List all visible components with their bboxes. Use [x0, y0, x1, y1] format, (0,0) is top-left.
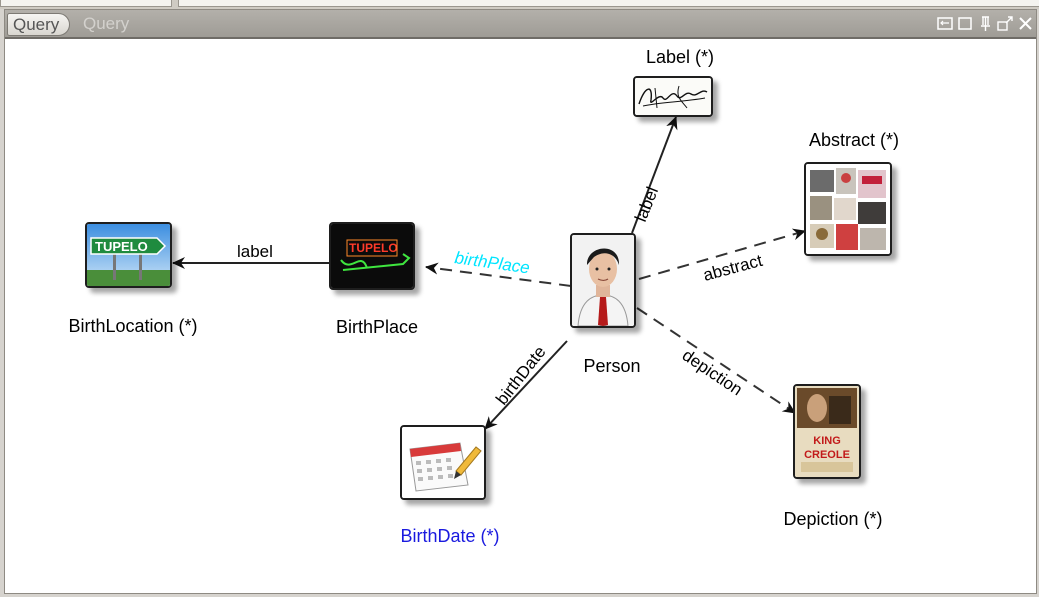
tab-strip-segment	[178, 0, 1039, 7]
node-abstract-name: Abstract (*)	[808, 130, 900, 150]
edge-depiction[interactable]	[636, 307, 796, 414]
tupelo-road-sign-icon: TUPELO	[87, 224, 170, 286]
tupelo-neon-sign-icon: TUPELO	[331, 224, 413, 288]
node-abstract[interactable]	[804, 162, 892, 256]
poster-title-line1: KING	[813, 435, 841, 447]
node-depiction-name: Depiction (*)	[783, 509, 883, 529]
node-label[interactable]	[633, 76, 713, 117]
road-sign-text: TUPELO	[95, 239, 148, 254]
edge-birthdate-text: birthDate	[492, 342, 549, 408]
tab-strip-segment	[0, 0, 172, 7]
edge-birthdate[interactable]	[484, 340, 568, 430]
node-person[interactable]	[570, 233, 636, 328]
node-depiction[interactable]: KING CREOLE	[793, 384, 861, 479]
signature-icon	[635, 78, 711, 115]
posters-collage-icon	[806, 164, 890, 254]
query-panel: Query Query	[4, 9, 1037, 594]
close-icon[interactable]	[1017, 14, 1034, 33]
poster-title-line2: CREOLE	[804, 449, 850, 461]
top-strip	[0, 0, 1039, 9]
edge-abstract[interactable]	[638, 228, 806, 280]
neon-sign-text: TUPELO	[349, 241, 398, 255]
edge-abstract-text: abstract	[701, 251, 765, 285]
node-birthlocation-name: BirthLocation (*)	[68, 316, 198, 336]
tab-query-inactive[interactable]: Query	[83, 14, 130, 33]
node-birthlocation[interactable]: TUPELO	[85, 222, 172, 288]
detach-icon[interactable]	[997, 14, 1014, 33]
portrait-photo-icon	[572, 235, 634, 326]
edge-depiction-text: depiction	[679, 346, 746, 400]
node-birthdate[interactable]	[400, 425, 486, 500]
maximize-icon[interactable]	[957, 14, 974, 33]
restore-icon[interactable]	[937, 14, 954, 33]
calendar-icon	[402, 427, 484, 498]
node-birthplace-name: BirthPlace	[335, 317, 419, 337]
edge-birthplace[interactable]	[425, 262, 572, 287]
edge-label-person-text: label	[631, 184, 662, 224]
edge-label-person[interactable]	[631, 116, 678, 234]
node-person-name: Person	[583, 356, 641, 376]
window-controls	[937, 14, 1034, 34]
tab-query-active[interactable]: Query	[7, 13, 71, 36]
edge-label-birthlocation-text: label	[237, 242, 273, 261]
movie-poster-icon: KING CREOLE	[795, 386, 859, 477]
panel-titlebar: Query Query	[5, 10, 1036, 39]
node-birthdate-name: BirthDate (*)	[400, 526, 500, 546]
graph-canvas: label birthPlace label abstract depictio…	[5, 39, 1036, 593]
node-birthplace[interactable]: TUPELO	[329, 222, 415, 290]
pin-icon[interactable]	[977, 14, 994, 33]
node-label-name: Label (*)	[645, 47, 715, 67]
